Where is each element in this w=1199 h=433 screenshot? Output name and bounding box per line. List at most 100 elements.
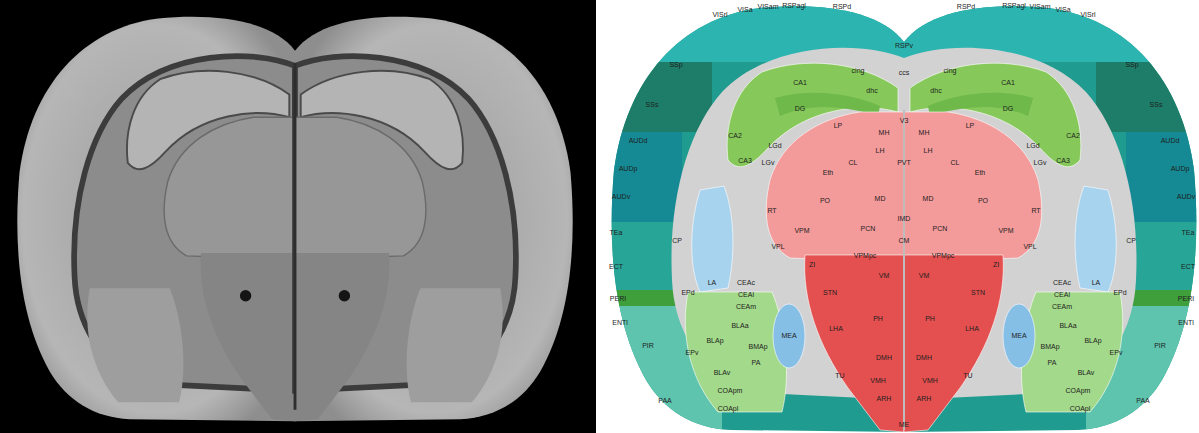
- region-label: VISa: [737, 6, 752, 13]
- region-label: V3: [900, 117, 909, 124]
- region-label: AUDv: [1177, 193, 1195, 200]
- region-label: SSp: [1125, 61, 1138, 68]
- region-label: CEAl: [1054, 291, 1070, 298]
- region-label: PVT: [897, 159, 911, 166]
- region-label: VISa: [1055, 6, 1070, 13]
- region-label: DMH: [876, 354, 892, 361]
- region-label: SSs: [646, 101, 659, 108]
- region-label: RSPd: [833, 3, 851, 10]
- region-label: MH: [919, 129, 930, 136]
- region-label: MEA: [1011, 332, 1026, 339]
- region-label: BLAv: [1078, 369, 1095, 376]
- region-label: CEAm: [1052, 303, 1072, 310]
- region-label: AUDd: [1161, 137, 1180, 144]
- region-label: PA: [752, 359, 761, 366]
- region-label: BLAp: [1084, 337, 1101, 344]
- region-label: ZI: [809, 261, 815, 268]
- region-label: PAA: [658, 397, 672, 404]
- region-label: ECT: [1181, 263, 1195, 270]
- region-label: VISam: [757, 3, 778, 10]
- region-label: LGv: [762, 159, 775, 166]
- region-label: RT: [767, 207, 776, 214]
- region-label: AUDp: [619, 165, 638, 172]
- region-label: LGd: [1026, 142, 1039, 149]
- region-label: dhc: [930, 87, 941, 94]
- region-label: Eth: [975, 169, 986, 176]
- region-label: BMAp: [1040, 343, 1059, 350]
- region-label: LHA: [965, 325, 979, 332]
- region-label: EPd: [1113, 289, 1126, 296]
- region-label: BLAv: [714, 369, 731, 376]
- region-label: VISrl: [1080, 11, 1095, 18]
- region-label: PH: [873, 315, 883, 322]
- region-label: MD: [875, 195, 886, 202]
- region-label: IMD: [898, 215, 911, 222]
- region-label: PO: [820, 197, 830, 204]
- region-label: VPMpc: [854, 252, 877, 259]
- region-label: VM: [919, 272, 930, 279]
- region-label: RSPagl: [1002, 2, 1026, 9]
- region-label: BMAp: [748, 343, 767, 350]
- region-label: VMH: [870, 377, 886, 384]
- region-label: DMH: [916, 354, 932, 361]
- region-label: CA3: [738, 157, 752, 164]
- region-label: CM: [899, 237, 910, 244]
- region-label: PH: [925, 315, 935, 322]
- region-label: TEa: [1182, 229, 1195, 236]
- region-label: AUDd: [629, 137, 648, 144]
- region-label: SSp: [669, 61, 682, 68]
- region-label: VMH: [922, 377, 938, 384]
- region-label: RT: [1031, 207, 1040, 214]
- region-label: SSs: [1150, 101, 1163, 108]
- region-label: PERI: [1178, 295, 1194, 302]
- region-label: LH: [924, 147, 933, 154]
- region-label: AUDp: [1171, 165, 1190, 172]
- region-label: MD: [923, 195, 934, 202]
- region-label: LP: [966, 122, 975, 129]
- region-label: RSPv: [895, 42, 913, 49]
- region-label: CEAc: [1053, 279, 1071, 286]
- region-label: LGd: [768, 142, 781, 149]
- region-label: BLAa: [731, 322, 748, 329]
- region-label: VM: [879, 272, 890, 279]
- region-label: CA3: [1056, 157, 1070, 164]
- region-label: dhc: [866, 87, 877, 94]
- region-label: BLAa: [1059, 322, 1076, 329]
- region-label: CL: [951, 159, 960, 166]
- region-label: TEa: [610, 229, 623, 236]
- region-label: ARH: [917, 395, 932, 402]
- region-label: DG: [795, 105, 806, 112]
- region-label: VISrl: [712, 11, 727, 18]
- region-label: RSPd: [957, 3, 975, 10]
- region-label: TU: [963, 372, 972, 379]
- region-label: PO: [978, 197, 988, 204]
- region-label: PERI: [610, 295, 626, 302]
- region-label: DG: [1003, 105, 1014, 112]
- region-label: VPM: [794, 227, 809, 234]
- region-label: LA: [708, 279, 717, 286]
- region-label: CA1: [1001, 79, 1015, 86]
- region-label: PCN: [861, 225, 876, 232]
- region-label: PA: [1048, 359, 1057, 366]
- region-label: cing: [852, 67, 865, 74]
- region-label: ENTl: [1178, 319, 1194, 326]
- region-label: CA2: [728, 132, 742, 139]
- region-label: EPd: [681, 289, 694, 296]
- region-label: COApm: [1066, 387, 1091, 394]
- region-label: EPv: [1110, 349, 1123, 356]
- region-label: cing: [944, 67, 957, 74]
- region-label: ZI: [993, 261, 999, 268]
- region-label: BLAp: [706, 337, 723, 344]
- region-label: CEAc: [737, 279, 755, 286]
- region-label: LP: [834, 122, 843, 129]
- region-label: VPMpc: [932, 252, 955, 259]
- region-label: TU: [835, 372, 844, 379]
- region-label: CA2: [1066, 132, 1080, 139]
- region-label: VISam: [1029, 3, 1050, 10]
- region-label: MH: [879, 129, 890, 136]
- region-label: CP: [1126, 237, 1136, 244]
- region-label: ccs: [899, 69, 910, 76]
- region-label: LHA: [829, 325, 843, 332]
